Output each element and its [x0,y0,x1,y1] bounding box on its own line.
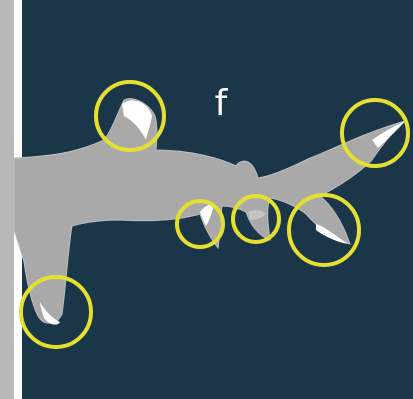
panel-label: f [209,86,233,126]
